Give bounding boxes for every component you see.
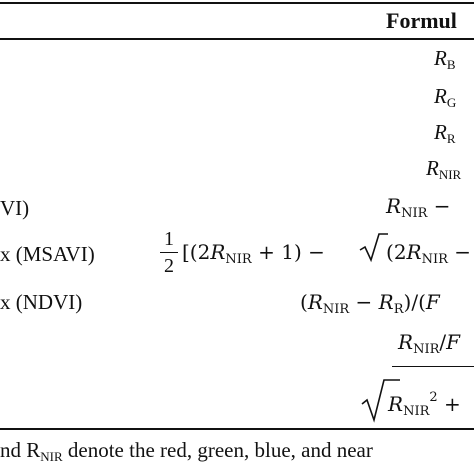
index-name-ndvi: x (NDVI) <box>0 290 83 314</box>
index-name-msavi: x (MSAVI) <box>0 242 95 266</box>
formula-green: RG <box>434 84 457 110</box>
sqrt-sign-row9 <box>361 379 400 423</box>
index-name-row5: VI) <box>0 196 30 220</box>
bottom-rule <box>0 428 474 430</box>
top-rule <box>0 2 474 4</box>
row8-fraction-bar <box>392 366 474 367</box>
formula-row5: RNIR − <box>386 194 451 221</box>
header-rule <box>0 38 474 40</box>
formula-ndvi: (RNIR − RR)/(F <box>300 290 440 317</box>
formula-nir: RNIR <box>426 156 462 182</box>
formula-msavi: [(2RNIR + 1) − <box>182 240 325 267</box>
table-footnote: nd RNIR denote the red, green, blue, and… <box>0 438 373 464</box>
formula-blue: RB <box>434 46 456 72</box>
formula-row9: RNIR2 + <box>388 390 461 419</box>
formula-msavi-radicand: (2RNIR − <box>386 240 472 267</box>
formula-row8: RNIR/F <box>398 330 461 357</box>
half-fraction: 1 2 <box>160 228 178 277</box>
formula-red: RR <box>434 120 456 146</box>
formula-column-header: Formul <box>386 8 457 33</box>
sqrt-sign-msavi <box>359 233 388 263</box>
